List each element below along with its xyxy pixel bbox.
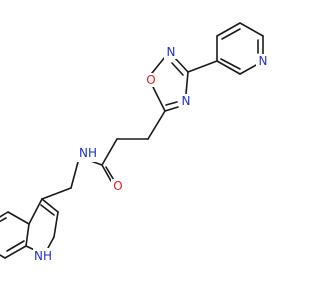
bond bbox=[216, 60, 241, 75]
bond bbox=[25, 223, 30, 247]
bond bbox=[7, 211, 30, 225]
oxadiazole-nitrogen-2-label: N bbox=[167, 45, 176, 59]
bond bbox=[101, 138, 118, 166]
label-background bbox=[164, 45, 178, 59]
atom-labels: N N O N NH O NH bbox=[33, 45, 270, 264]
label-background bbox=[179, 94, 193, 108]
label-background bbox=[144, 73, 158, 87]
oxadiazole-oxygen-label: O bbox=[146, 73, 155, 87]
indole-nitrogen-label: NH bbox=[34, 249, 52, 263]
bond bbox=[239, 63, 259, 75]
bond bbox=[171, 62, 184, 76]
bond bbox=[0, 254, 6, 259]
label-background bbox=[77, 146, 99, 162]
carbonyl-oxygen-label: O bbox=[113, 179, 122, 193]
bond bbox=[70, 161, 79, 189]
bond bbox=[47, 236, 55, 249]
bond bbox=[0, 211, 9, 218]
bond bbox=[185, 71, 189, 95]
bond bbox=[165, 101, 178, 106]
bond bbox=[4, 245, 27, 259]
bond bbox=[164, 106, 179, 112]
label-background bbox=[256, 54, 270, 68]
bond bbox=[41, 187, 72, 200]
bond bbox=[101, 164, 112, 182]
bond bbox=[147, 110, 166, 140]
bond bbox=[53, 211, 59, 238]
bond bbox=[28, 198, 43, 225]
bond bbox=[152, 86, 166, 112]
bond bbox=[41, 198, 59, 213]
bond bbox=[174, 57, 189, 73]
bond bbox=[0, 217, 7, 223]
bond bbox=[220, 58, 241, 70]
indole-benzene-ring bbox=[0, 211, 30, 259]
pyridine-ring bbox=[216, 22, 264, 75]
oxadiazole-ring bbox=[151, 56, 189, 112]
chemical-structure-diagram: N N O N NH O NH bbox=[0, 22, 270, 264]
amide-nitrogen-label: NH bbox=[79, 146, 97, 160]
oxadiazole-nitrogen-4-label: N bbox=[182, 94, 191, 108]
pyridine-nitrogen-label: N bbox=[259, 54, 268, 68]
indole-pyrrole-ring bbox=[25, 198, 59, 253]
bond bbox=[6, 240, 25, 252]
label-background bbox=[33, 248, 53, 264]
bond bbox=[216, 22, 241, 37]
bond bbox=[221, 28, 241, 40]
bond bbox=[239, 22, 264, 37]
label-background bbox=[111, 179, 125, 193]
bond bbox=[151, 56, 166, 74]
bond bbox=[187, 60, 218, 73]
bond bbox=[40, 204, 55, 216]
